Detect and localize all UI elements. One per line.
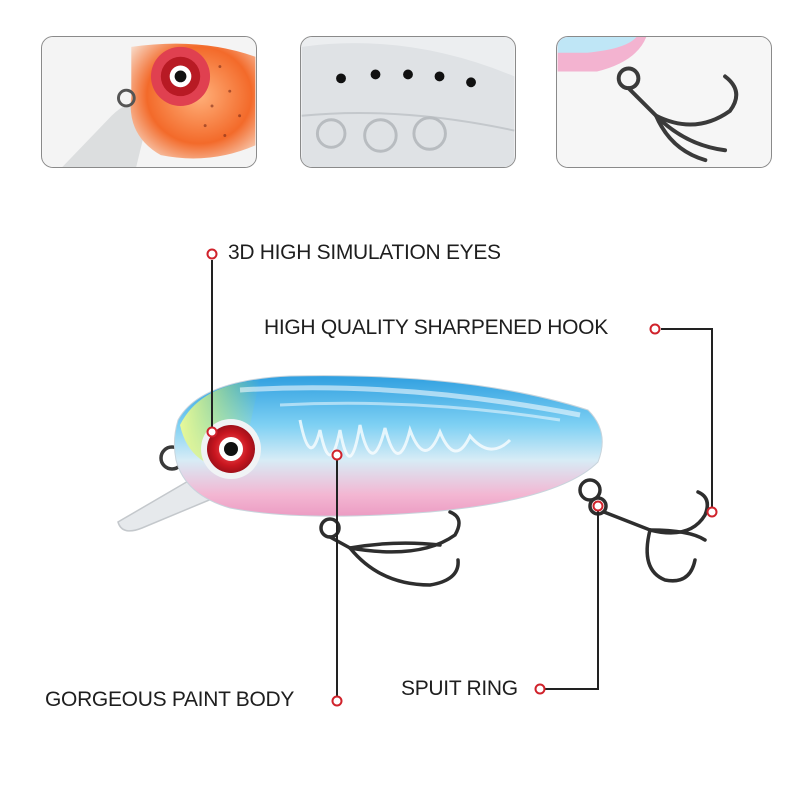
- callout-markers: [206, 248, 718, 707]
- callout-leader-lines: [211, 260, 713, 697]
- marker-ring-label: [534, 683, 546, 695]
- marker-eyes-label: [206, 248, 218, 260]
- marker-body-label: [331, 695, 343, 707]
- detail-thumbnail-body: [300, 36, 516, 168]
- callout-hook: HIGH QUALITY SHARPENED HOOK: [264, 316, 608, 339]
- detail-thumbnail-eye: [41, 36, 257, 168]
- detail-thumbnail-hook: [556, 36, 772, 168]
- body-interior-image: [301, 37, 515, 167]
- marker-hook-point: [706, 506, 718, 518]
- callout-body: GORGEOUS PAINT BODY: [45, 688, 295, 711]
- lure-lip: [117, 479, 216, 532]
- callout-ring: SPUIT RING: [401, 677, 518, 700]
- holographic-pattern: [279, 401, 561, 458]
- hook-closeup-image: [557, 37, 771, 167]
- marker-body-point: [331, 449, 343, 461]
- callout-eyes: 3D HIGH SIMULATION EYES: [228, 241, 501, 264]
- belly-treble-hook: [319, 510, 461, 587]
- tail-treble-hook: [578, 478, 710, 583]
- marker-eye-point: [206, 426, 218, 438]
- eye-closeup-image: [42, 37, 256, 167]
- marker-hook-label: [649, 323, 661, 335]
- marker-ring-point: [592, 500, 604, 512]
